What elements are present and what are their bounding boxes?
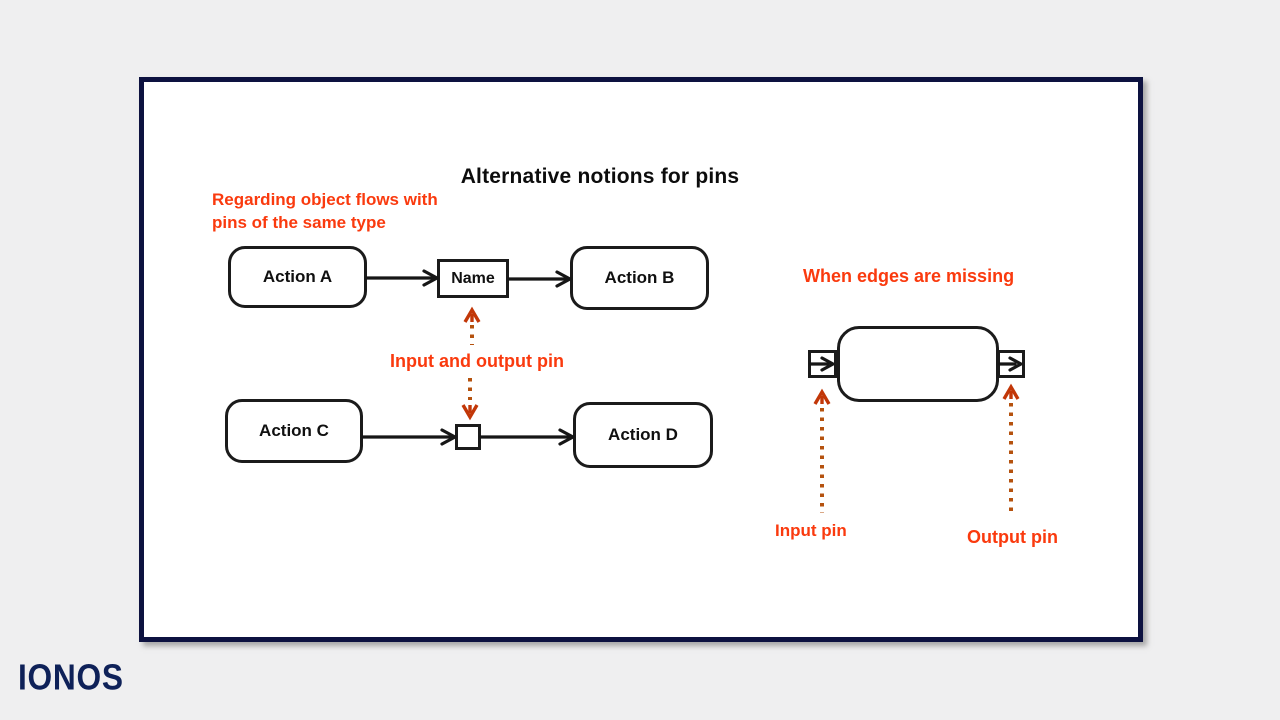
input-pin-label: Input pin <box>775 521 847 540</box>
flow-arrow-c-to-pin <box>361 428 457 446</box>
left-caption-line-2: pins of the same type <box>212 213 386 232</box>
diagram-title: Alternative notions for pins <box>460 165 740 188</box>
flow-arrow-name-to-b <box>507 270 572 288</box>
node-action-c-label: Action C <box>259 421 329 440</box>
node-action-d-label: Action D <box>608 425 678 444</box>
flow-arrow-pin-to-d <box>479 428 575 446</box>
input-pin-box <box>808 350 837 378</box>
dashed-arrow-to-input-pin <box>813 388 831 513</box>
node-action-b-label: Action B <box>604 268 675 287</box>
node-action-edgeless <box>837 326 999 402</box>
node-action-d: Action D <box>573 402 713 468</box>
node-action-a: Action A <box>228 246 367 308</box>
left-section-caption: Regarding object flows with pins of the … <box>212 188 438 234</box>
right-section-caption: When edges are missing <box>803 266 1015 286</box>
left-caption-line-1: Regarding object flows with <box>212 190 438 209</box>
dashed-arrow-to-name-pin <box>463 306 481 345</box>
ionos-logo: IONOS <box>18 657 124 698</box>
dashed-arrow-to-output-pin <box>1002 383 1020 515</box>
node-action-a-label: Action A <box>262 267 333 286</box>
node-named-pin-label: Name <box>451 269 495 287</box>
dashed-arrow-to-square-pin <box>461 378 479 421</box>
output-pin-label: Output pin <box>967 527 1058 547</box>
flow-arrow-a-to-name <box>365 269 439 287</box>
node-square-pin <box>455 424 481 450</box>
input-output-pin-caption: Input and output pin <box>390 351 564 371</box>
output-pin-box <box>997 350 1025 378</box>
node-action-b: Action B <box>570 246 709 310</box>
node-action-c: Action C <box>225 399 363 463</box>
diagram-panel: Alternative notions for pins Regarding o… <box>139 77 1143 642</box>
node-named-pin: Name <box>437 259 509 298</box>
